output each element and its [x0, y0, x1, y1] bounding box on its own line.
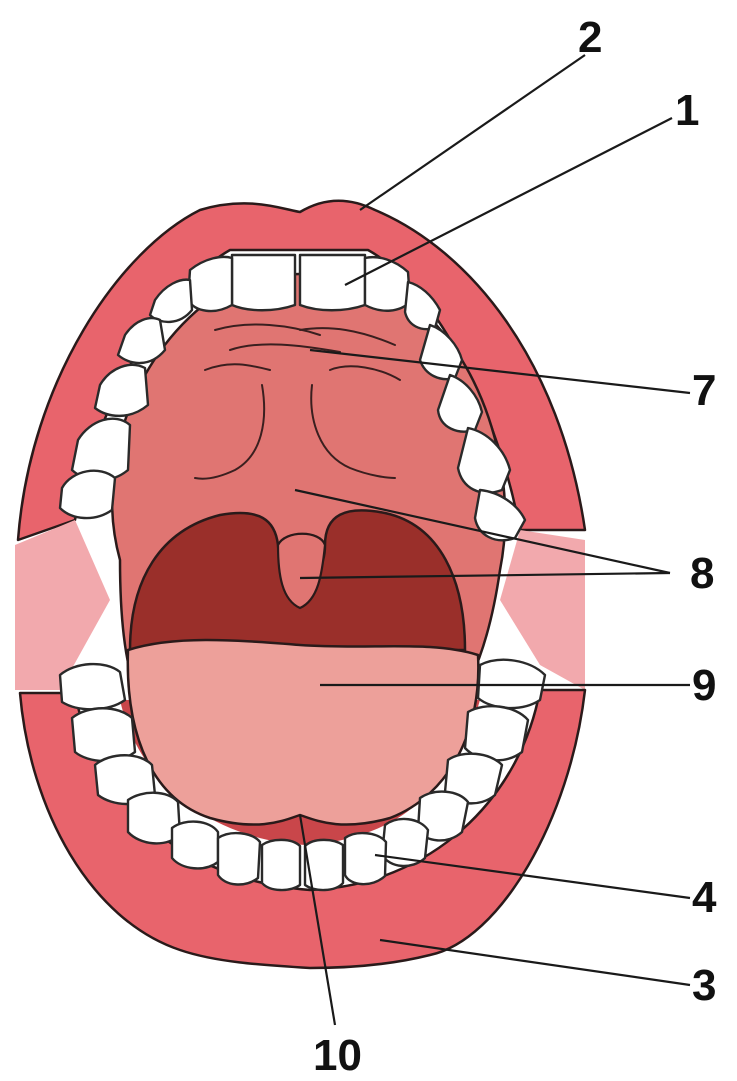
label-teeth-lower: 4 — [692, 873, 717, 922]
label-lower-lip: 3 — [692, 961, 716, 1010]
label-tongue: 9 — [692, 661, 716, 710]
tooth — [345, 833, 386, 884]
tooth — [172, 822, 218, 869]
label-tongue-tip: 10 — [313, 1031, 362, 1080]
label-upper-lip: 2 — [578, 13, 602, 62]
label-soft-palate-uvula: 8 — [690, 549, 714, 598]
tooth — [465, 706, 528, 760]
tooth — [300, 255, 365, 310]
leader-line-3 — [380, 940, 690, 985]
label-hard-palate: 7 — [692, 366, 716, 415]
tooth — [262, 840, 300, 890]
leader-line-1 — [345, 118, 672, 285]
tooth — [72, 708, 135, 761]
tooth — [60, 664, 125, 709]
tooth — [232, 255, 295, 310]
leader-line-2 — [360, 55, 585, 210]
label-teeth-upper: 1 — [675, 86, 699, 135]
tooth — [218, 833, 260, 884]
